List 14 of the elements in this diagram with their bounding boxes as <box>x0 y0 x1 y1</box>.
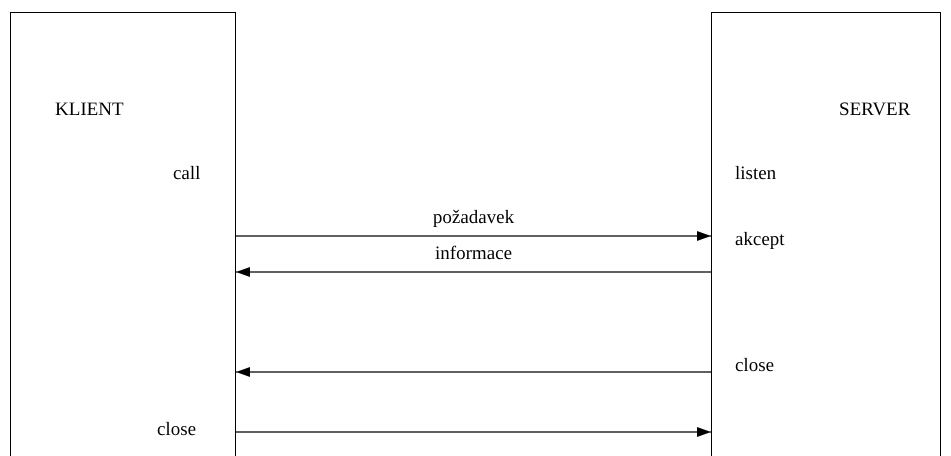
arrow <box>236 231 711 241</box>
step-label: call <box>173 163 200 185</box>
arrow <box>236 267 711 277</box>
arrow <box>236 427 711 437</box>
step-label: close <box>157 419 196 441</box>
process-box <box>10 12 236 456</box>
step-label: akcept <box>735 229 785 251</box>
node-title: KLIENT <box>55 99 124 121</box>
process-box <box>711 12 941 456</box>
node-title: SERVER <box>839 99 910 121</box>
edge-label: požadavek <box>430 208 516 228</box>
arrow <box>236 367 711 377</box>
step-label: listen <box>735 163 776 185</box>
step-label: close <box>735 355 774 377</box>
